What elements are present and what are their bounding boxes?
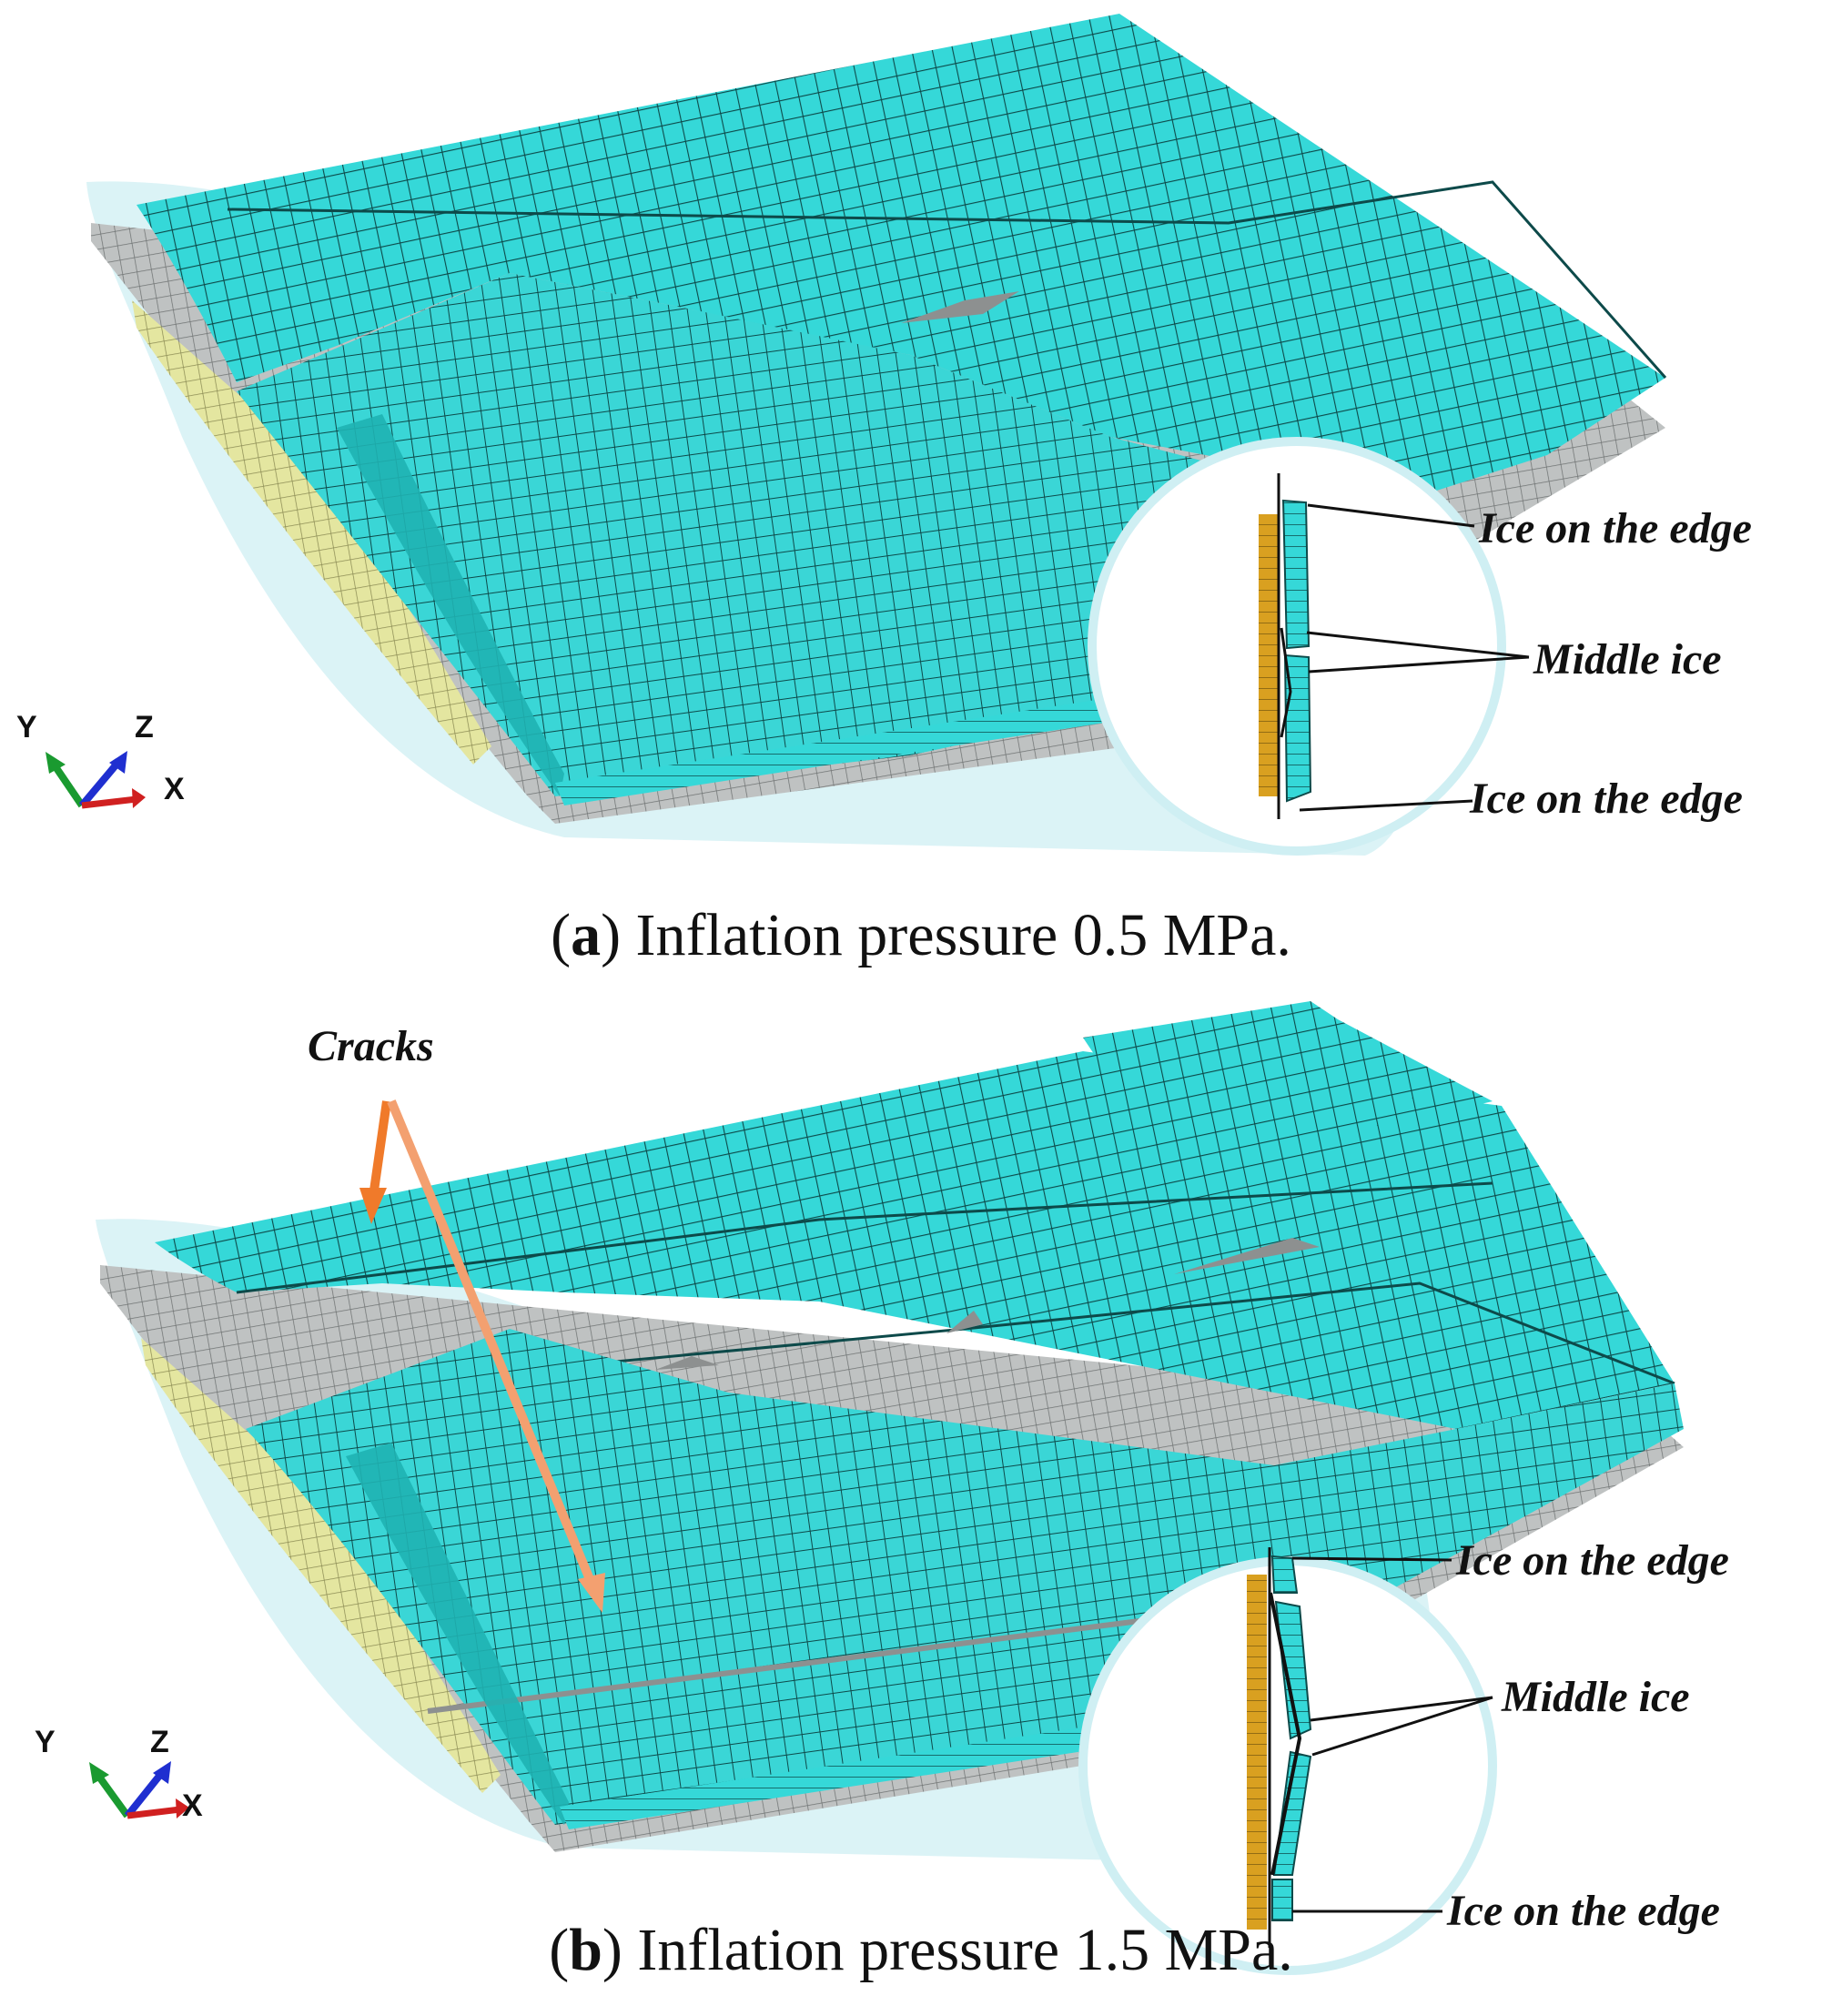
leading-edge-slab xyxy=(337,414,564,796)
zoom-inset xyxy=(1078,1547,1497,1975)
caption-b-letter: b xyxy=(569,1917,602,1983)
axis-label-z: Z xyxy=(150,1725,169,1759)
label-middle-ice: Middle ice xyxy=(1533,635,1722,684)
axis-label-x: X xyxy=(182,1788,203,1823)
ice-edge-bottom xyxy=(1271,1879,1293,1921)
caption-b-text: Inflation pressure 1.5 MPa. xyxy=(637,1917,1293,1983)
upper-ice-sheet xyxy=(137,14,1665,496)
axis-label-y: Y xyxy=(16,710,37,745)
base-yellow-strip xyxy=(132,300,491,765)
label-cracks: Cracks xyxy=(308,1022,434,1070)
label-edge-top: Ice on the edge xyxy=(1455,1536,1729,1585)
deicer-strip xyxy=(1259,514,1279,796)
ice-middle-upper xyxy=(1274,1600,1312,1740)
axis-triad: Y Z X xyxy=(16,710,185,809)
upper-ice-strip-2 xyxy=(155,1051,1675,1429)
axis-triad: Y Z X xyxy=(35,1725,203,1823)
deicer-strip xyxy=(1247,1575,1267,1930)
label-edge-bottom: Ice on the edge xyxy=(1469,775,1743,823)
zoom-inset xyxy=(1088,437,1506,856)
caption-a-letter: a xyxy=(571,902,602,968)
crack-arrows xyxy=(359,1099,605,1613)
panel-a: Ice on the edge Middle ice Ice on the ed… xyxy=(0,0,1842,1001)
label-middle-ice: Middle ice xyxy=(1501,1673,1690,1721)
ice-edge-top xyxy=(1281,499,1311,650)
leading-edge-slab xyxy=(346,1443,569,1825)
upper-crack-gap xyxy=(901,291,1019,323)
crack-line-long xyxy=(427,1617,1148,1714)
leader-lines xyxy=(1299,503,1530,812)
label-edge-top: Ice on the edge xyxy=(1478,504,1752,552)
caption-b: (b) Inflation pressure 1.5 MPa. xyxy=(549,1917,1293,1983)
ridge-1 xyxy=(236,1181,1493,1294)
axis-label-y: Y xyxy=(35,1725,56,1759)
ridge-2 xyxy=(381,1282,1675,1385)
panel-b: Cracks Ice on the edge Middle ice Ice on… xyxy=(0,1001,1842,2016)
axis-label-x: X xyxy=(164,772,185,806)
crack-gap-3 xyxy=(1174,1238,1320,1274)
leader-lines xyxy=(1291,1556,1493,1913)
crack-gap-1 xyxy=(946,1311,983,1333)
ice-edge-top xyxy=(1270,1555,1299,1594)
upper-ridge xyxy=(227,180,1667,379)
label-edge-bottom: Ice on the edge xyxy=(1446,1887,1720,1935)
front-edge-band xyxy=(560,1720,1138,1829)
base-yellow-strip xyxy=(141,1338,501,1793)
panel-a-figure: Ice on the edge Middle ice Ice on the ed… xyxy=(16,14,1752,856)
front-edge-band xyxy=(555,696,1128,805)
caption-a-text: Inflation pressure 0.5 MPa. xyxy=(635,902,1291,968)
caption-a: (a) Inflation pressure 0.5 MPa. xyxy=(551,902,1291,968)
crack-gap-2 xyxy=(655,1356,719,1370)
panel-b-figure: Cracks Ice on the edge Middle ice Ice on… xyxy=(35,1001,1729,1975)
lower-ice-sheet xyxy=(246,1329,1684,1825)
axis-label-z: Z xyxy=(135,710,154,745)
